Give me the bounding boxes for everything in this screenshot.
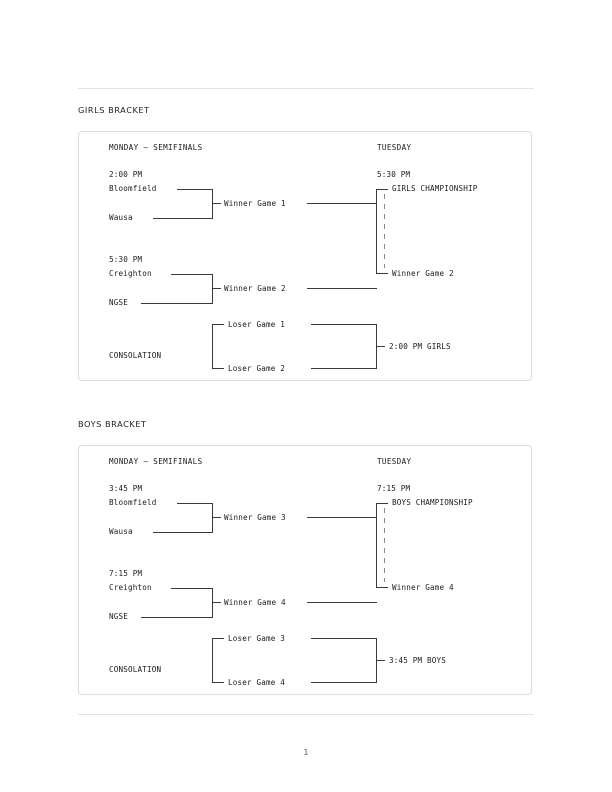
bracket-join-sf2-boys: [212, 588, 213, 618]
consolation-arm-bottom-boys: [212, 682, 224, 683]
winner-game-4-label-boys: Winner Game 4: [224, 598, 286, 607]
column-header-tuesday-girls: TUESDAY: [377, 143, 412, 152]
consolation-label-boys: CONSOLATION: [109, 665, 162, 674]
bracket-line-sf1-bottom-girls: [153, 218, 213, 219]
bracket-line-sf2-top-girls: [171, 274, 213, 275]
championship-time-boys: 7:15 PM: [377, 484, 411, 493]
column-header-tuesday-boys: TUESDAY: [377, 457, 412, 466]
bracket-line-sf1-bottom-boys: [153, 532, 213, 533]
semifinal-2-team-top-girls: Creighton: [109, 269, 152, 278]
bracket-line-sf1-top-boys: [177, 503, 213, 504]
consolation-final-label-boys: 3:45 PM BOYS: [389, 656, 447, 665]
consolation-arm-top-boys: [212, 638, 224, 639]
championship-join-girls: [376, 189, 377, 273]
bracket-stub-sf1-boys: [212, 517, 221, 518]
championship-feeder-label-boys: Winner Game 4: [392, 583, 454, 592]
consolation-final-label-girls: 2:00 PM GIRLS: [389, 342, 451, 351]
championship-feeder-label-girls: Winner Game 2: [392, 269, 454, 278]
championship-dashed-guide-boys: [384, 508, 385, 582]
consolation-entry-bottom-boys: Loser Game 4: [228, 678, 286, 687]
section-label-girls: GIRLS BRACKET: [78, 105, 150, 115]
consolation-line-top-to-final-boys: [311, 638, 377, 639]
championship-arm-bottom-girls: [376, 273, 388, 274]
semifinal-1-team-top-boys: Bloomfield: [109, 498, 157, 507]
header-rule: [78, 88, 534, 89]
semifinal-1-team-bottom-boys: Wausa: [109, 527, 133, 536]
championship-time-girls: 5:30 PM: [377, 170, 411, 179]
winner-game-1-label-girls: Winner Game 1: [224, 199, 286, 208]
consolation-join-girls: [212, 324, 213, 368]
semifinal-1-team-top-girls: Bloomfield: [109, 184, 157, 193]
bracket-line-sf2-bottom-girls: [141, 303, 213, 304]
bracket-join-sf1-boys: [212, 503, 213, 533]
championship-dashed-guide-girls: [384, 194, 385, 268]
consolation-entry-bottom-girls: Loser Game 2: [228, 364, 286, 373]
semifinal-2-time-boys: 7:15 PM: [109, 569, 143, 578]
consolation-label-girls: CONSOLATION: [109, 351, 162, 360]
consolation-entry-top-boys: Loser Game 3: [228, 634, 286, 643]
semifinal-2-team-bottom-girls: NGSE: [109, 298, 129, 307]
championship-arm-top-boys: [376, 503, 388, 504]
column-header-monday-girls: MONDAY – SEMIFINALS: [109, 143, 203, 152]
bracket-card-boys: MONDAY – SEMIFINALS TUESDAY 3:45 PM Bloo…: [78, 445, 532, 695]
semifinal-2-time-girls: 5:30 PM: [109, 255, 143, 264]
winner-game-3-label-boys: Winner Game 3: [224, 513, 286, 522]
footer-rule: [78, 714, 534, 715]
bracket-line-sf1-top-girls: [177, 189, 213, 190]
semifinal-2-team-bottom-boys: NGSE: [109, 612, 129, 621]
semifinal-1-team-bottom-girls: Wausa: [109, 213, 133, 222]
semifinal-1-time-girls: 2:00 PM: [109, 170, 143, 179]
consolation-arm-top-girls: [212, 324, 224, 325]
consolation-line-top-to-final-girls: [311, 324, 377, 325]
bracket-stub-sf2-boys: [212, 602, 221, 603]
semifinal-2-team-top-boys: Creighton: [109, 583, 152, 592]
bracket-line-sf1-to-final-girls: [307, 203, 377, 204]
championship-title-girls: GIRLS CHAMPIONSHIP: [392, 184, 478, 193]
bracket-card-girls: MONDAY – SEMIFINALS TUESDAY 2:00 PM Bloo…: [78, 131, 532, 381]
bracket-join-sf1-girls: [212, 189, 213, 219]
column-header-monday-boys: MONDAY – SEMIFINALS: [109, 457, 203, 466]
championship-arm-top-girls: [376, 189, 388, 190]
bracket-line-sf2-to-final-boys: [307, 602, 377, 603]
consolation-line-bottom-to-final-girls: [311, 368, 377, 369]
semifinal-1-time-boys: 3:45 PM: [109, 484, 143, 493]
consolation-join-boys: [212, 638, 213, 682]
section-label-boys: BOYS BRACKET: [78, 419, 147, 429]
consolation-line-bottom-to-final-boys: [311, 682, 377, 683]
consolation-final-stub-boys: [376, 660, 385, 661]
consolation-entry-top-girls: Loser Game 1: [228, 320, 286, 329]
championship-arm-bottom-boys: [376, 587, 388, 588]
page-number: 1: [303, 748, 309, 757]
bracket-line-sf2-top-boys: [171, 588, 213, 589]
winner-game-2-label-girls: Winner Game 2: [224, 284, 286, 293]
bracket-line-sf2-bottom-boys: [141, 617, 213, 618]
championship-title-boys: BOYS CHAMPIONSHIP: [392, 498, 473, 507]
consolation-arm-bottom-girls: [212, 368, 224, 369]
bracket-stub-sf1-girls: [212, 203, 221, 204]
bracket-join-sf2-girls: [212, 274, 213, 304]
championship-join-boys: [376, 503, 377, 587]
bracket-line-sf1-to-final-boys: [307, 517, 377, 518]
consolation-final-stub-girls: [376, 346, 385, 347]
bracket-line-sf2-to-final-girls: [307, 288, 377, 289]
bracket-stub-sf2-girls: [212, 288, 221, 289]
